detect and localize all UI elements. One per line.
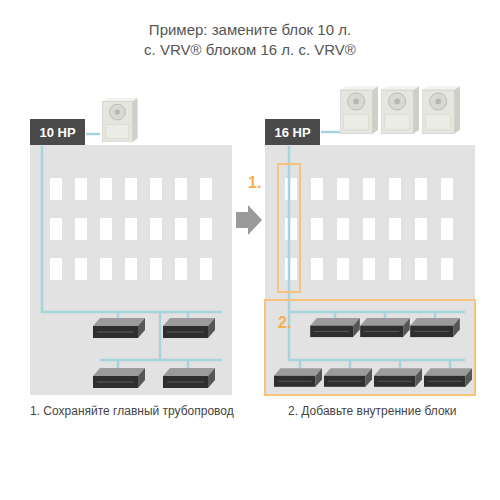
panel-caption: 1. Сохраняйте главный трубопровод bbox=[30, 404, 234, 418]
window bbox=[50, 218, 62, 240]
window bbox=[285, 178, 297, 200]
window bbox=[311, 218, 323, 240]
window bbox=[389, 178, 401, 200]
window bbox=[389, 218, 401, 240]
window bbox=[75, 258, 87, 280]
window bbox=[100, 178, 112, 200]
window bbox=[337, 178, 349, 200]
window bbox=[363, 178, 375, 200]
refrigerant-pipe bbox=[42, 134, 222, 370]
panel-caption: 2. Добавьте внутренние блоки bbox=[288, 404, 457, 418]
window bbox=[50, 258, 62, 280]
highlight-frame bbox=[265, 300, 475, 395]
hp-label: 16 HP bbox=[274, 125, 310, 140]
window bbox=[285, 218, 297, 240]
building bbox=[30, 145, 232, 395]
window bbox=[311, 178, 323, 200]
window bbox=[389, 258, 401, 280]
hp-label: 10 HP bbox=[39, 125, 75, 140]
window bbox=[200, 258, 212, 280]
window bbox=[337, 218, 349, 240]
window bbox=[175, 218, 187, 240]
window bbox=[363, 258, 375, 280]
window bbox=[100, 258, 112, 280]
window bbox=[285, 258, 297, 280]
window bbox=[363, 218, 375, 240]
windows bbox=[50, 178, 453, 280]
window bbox=[50, 178, 62, 200]
window bbox=[415, 178, 427, 200]
highlight-frame bbox=[278, 164, 300, 292]
window bbox=[75, 178, 87, 200]
window bbox=[100, 218, 112, 240]
callout-number: 1. bbox=[248, 174, 261, 192]
transition-arrow bbox=[236, 205, 262, 235]
window bbox=[441, 218, 453, 240]
window bbox=[150, 218, 162, 240]
window bbox=[441, 178, 453, 200]
window bbox=[150, 178, 162, 200]
window bbox=[337, 258, 349, 280]
window bbox=[415, 258, 427, 280]
window bbox=[175, 258, 187, 280]
window bbox=[125, 258, 137, 280]
refrigerant-pipe bbox=[289, 132, 465, 370]
window bbox=[150, 258, 162, 280]
building bbox=[265, 145, 475, 395]
hp-tag: 10 HP bbox=[30, 119, 85, 145]
window bbox=[415, 218, 427, 240]
title: Пример: замените блок 10 л. с. VRV® блок… bbox=[100, 20, 400, 60]
outdoor-unit bbox=[340, 86, 460, 134]
window bbox=[441, 258, 453, 280]
window bbox=[75, 218, 87, 240]
window bbox=[200, 218, 212, 240]
hp-tag: 16 HP bbox=[265, 119, 320, 145]
window bbox=[175, 178, 187, 200]
window bbox=[311, 258, 323, 280]
outdoor-unit bbox=[102, 98, 137, 142]
window bbox=[125, 218, 137, 240]
callout-number: 2. bbox=[278, 314, 291, 332]
window bbox=[200, 178, 212, 200]
window bbox=[125, 178, 137, 200]
